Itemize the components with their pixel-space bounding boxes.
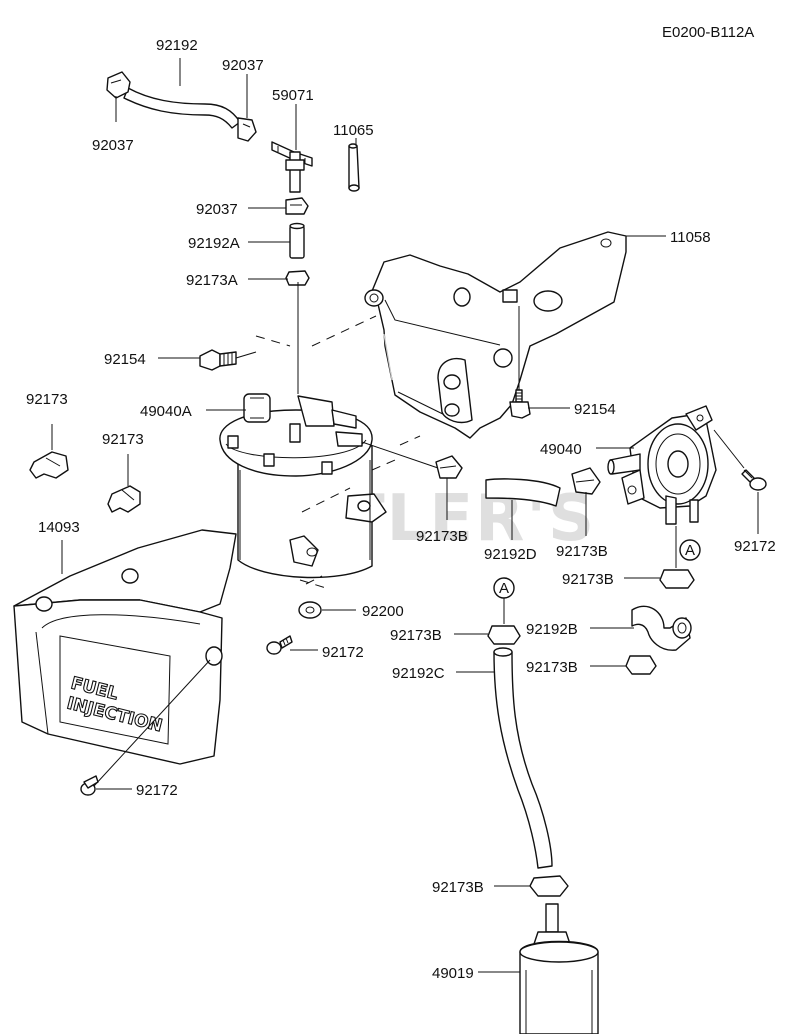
bolt-92154-left <box>199 349 237 371</box>
label-92192D: 92192D <box>484 546 537 563</box>
clamp-92173B-pump-inlet <box>571 467 601 495</box>
clamp-92173B-hose-top <box>487 625 521 645</box>
hose-92192A <box>289 222 305 259</box>
callout-A-pump: A <box>679 539 701 561</box>
label-92173A: 92173A <box>186 272 238 289</box>
cap-11065 <box>348 143 360 192</box>
label-92192: 92192 <box>156 37 198 54</box>
clamp-92173B-bottom <box>529 875 569 897</box>
screw-92172-middle <box>266 635 293 655</box>
label-59071: 59071 <box>272 87 314 104</box>
label-92173-b: 92173 <box>102 431 144 448</box>
clamp-92173-b <box>107 485 141 513</box>
fuel-filter-49040A <box>219 393 387 579</box>
fuel-strainer-49019 <box>519 903 599 1034</box>
clamp-92037-mid <box>285 197 309 215</box>
screw-92172-bottom <box>80 775 99 796</box>
bolt-92154-right <box>509 389 531 419</box>
label-92173B-bottom: 92173B <box>432 879 484 896</box>
svg-text:A: A <box>499 580 509 597</box>
hose-92192C <box>493 647 553 869</box>
bracket-11058 <box>364 231 627 439</box>
clamp-92173-a <box>29 451 69 479</box>
label-92173B-filter-outlet: 92173B <box>416 528 468 545</box>
label-49040A: 49040A <box>140 403 192 420</box>
label-11065: 11065 <box>333 122 374 139</box>
hose-92192 <box>106 71 257 142</box>
label-92200: 92200 <box>362 603 404 620</box>
label-92173-a: 92173 <box>26 391 68 408</box>
label-92037-top: 92037 <box>222 57 264 74</box>
clamp-92173A <box>285 270 310 286</box>
clamp-92173B-under-elbow <box>625 655 657 675</box>
hose-92192D <box>485 478 561 507</box>
svg-text:A: A <box>685 542 695 559</box>
label-92172-right: 92172 <box>734 538 776 555</box>
label-92192C: 92192C <box>392 665 445 682</box>
label-11058: 11058 <box>670 229 711 246</box>
clamp-92173B-filter-outlet <box>435 455 463 479</box>
clamp-92173B-below-pump <box>659 569 695 589</box>
label-92172-bottom: 92172 <box>136 782 178 799</box>
label-92037-left: 92037 <box>92 137 134 154</box>
label-49040: 49040 <box>540 441 582 458</box>
screw-92172-right <box>741 469 767 491</box>
washer-92200 <box>298 601 322 619</box>
label-92173B-under-elbow: 92173B <box>526 659 578 676</box>
label-92192A: 92192A <box>188 235 240 252</box>
diagram-code: E0200-B112A <box>662 24 754 41</box>
label-14093: 14093 <box>38 519 80 536</box>
label-92154-left: 92154 <box>104 351 146 368</box>
label-92173B-hose-top: 92173B <box>390 627 442 644</box>
callout-A-hose: A <box>493 577 515 599</box>
label-92192B: 92192B <box>526 621 578 638</box>
t-joint-59071 <box>271 141 313 193</box>
label-92173B-pump-inlet: 92173B <box>556 543 608 560</box>
fuel-pump-49040 <box>607 405 717 525</box>
label-92037-mid: 92037 <box>196 201 238 218</box>
label-92154-right: 92154 <box>574 401 616 418</box>
cover-14093: FUEL INJECTION <box>13 529 237 765</box>
label-49019: 49019 <box>432 965 474 982</box>
hose-92192B <box>631 605 692 651</box>
label-92173B-below-pump: 92173B <box>562 571 614 588</box>
label-92172-middle: 92172 <box>322 644 364 661</box>
